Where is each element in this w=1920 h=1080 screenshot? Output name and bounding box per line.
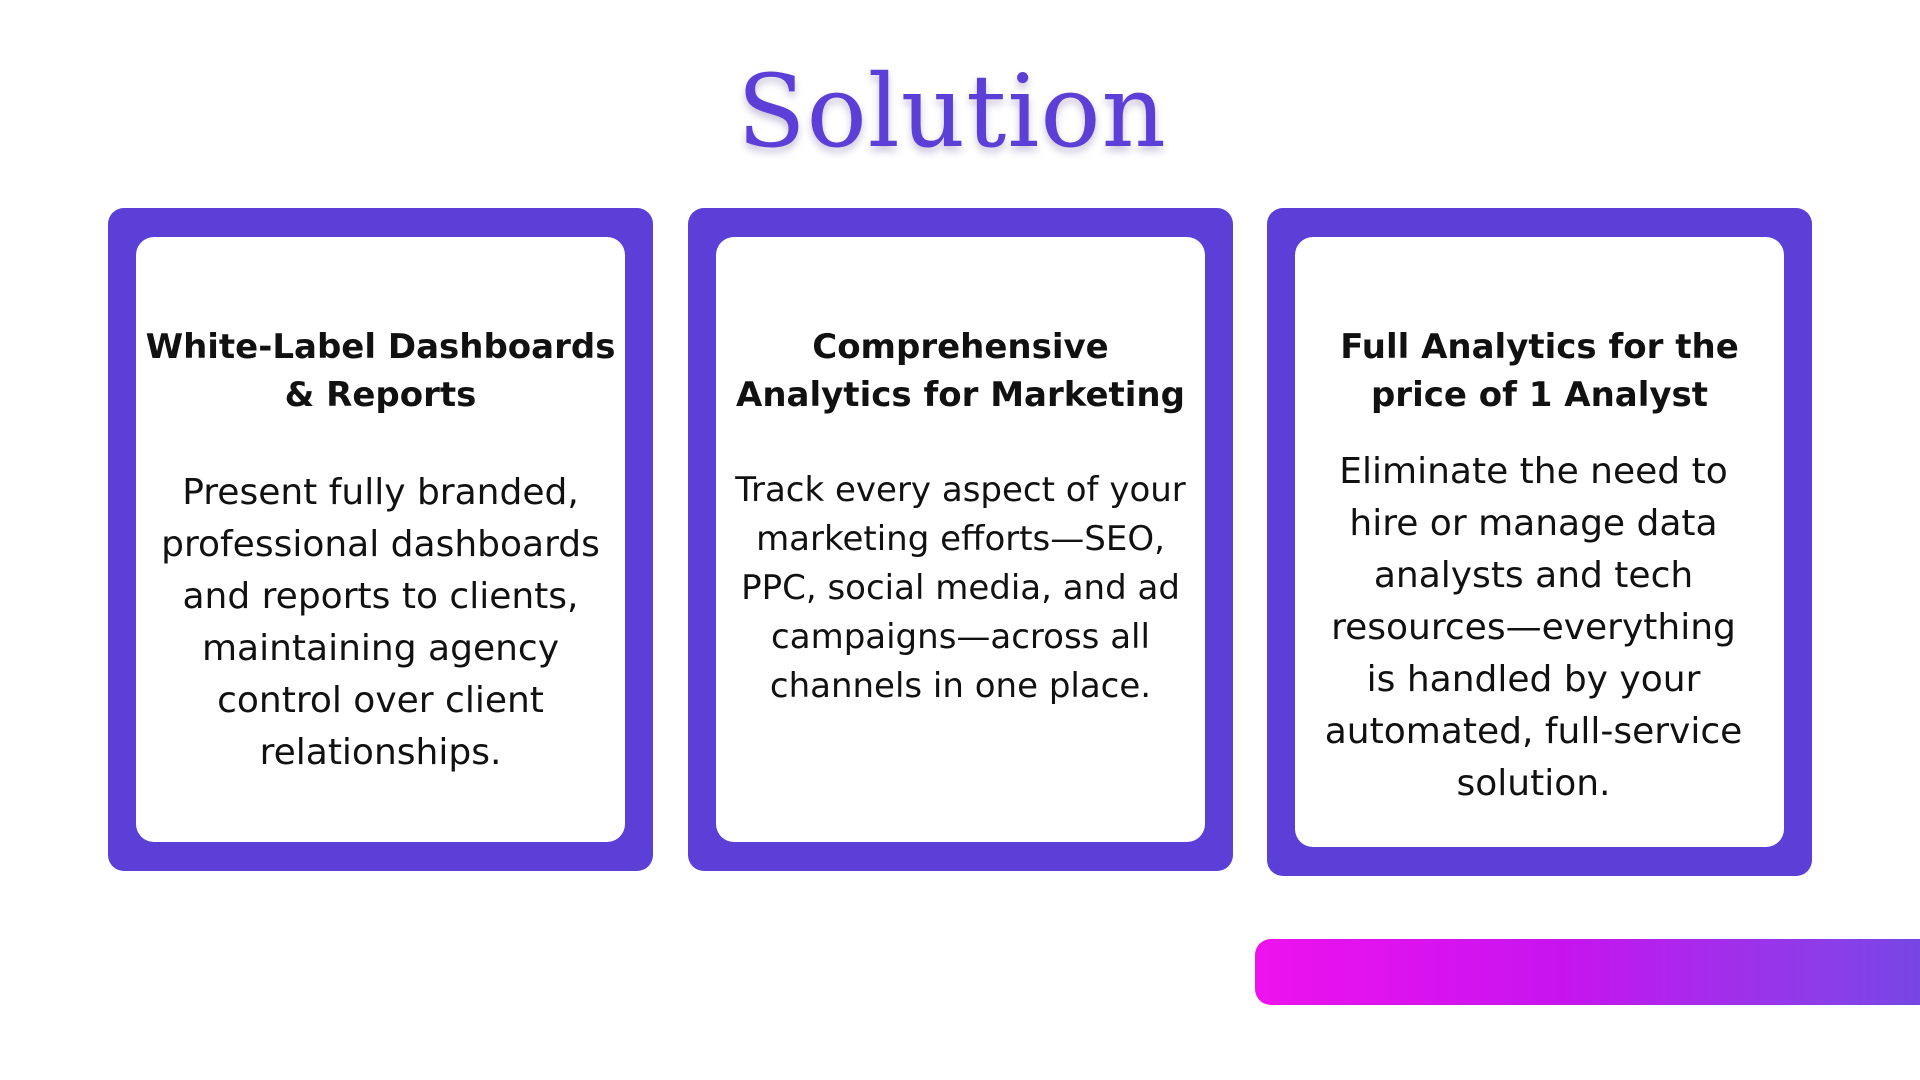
card-title: White-Label Dashboards & Reports: [145, 327, 616, 415]
card-content: Comprehensive Analytics for Marketing Tr…: [716, 237, 1205, 842]
solution-card-white-label: White-Label Dashboards & Reports Present…: [108, 208, 653, 871]
card-content: Full Analytics for the price of 1 Analys…: [1295, 237, 1784, 847]
slide-title: Solution: [737, 53, 1167, 170]
card-body: Eliminate the need to hire or manage dat…: [1324, 451, 1743, 804]
card-title: Comprehensive Analytics for Marketing: [736, 327, 1185, 415]
solution-card-full-analytics: Full Analytics for the price of 1 Analys…: [1267, 208, 1812, 876]
card-content: White-Label Dashboards & Reports Present…: [136, 237, 625, 842]
card-title: Full Analytics for the price of 1 Analys…: [1340, 327, 1739, 415]
card-body: Present fully branded, professional dash…: [161, 472, 600, 773]
gradient-accent-bar: [1255, 939, 1920, 1005]
card-body: Track every aspect of your marketing eff…: [735, 470, 1186, 706]
solution-card-comprehensive-analytics: Comprehensive Analytics for Marketing Tr…: [688, 208, 1233, 871]
